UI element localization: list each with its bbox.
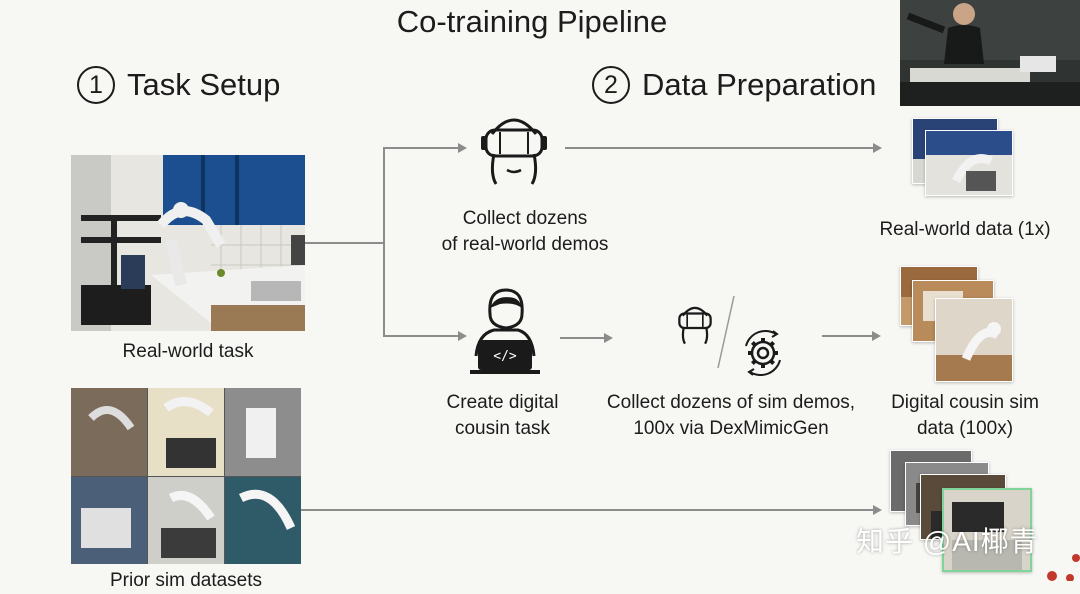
section-data-preparation: 2 Data Preparation xyxy=(592,66,876,104)
real-world-task-photo xyxy=(71,155,305,331)
developer-icon: </> xyxy=(470,286,540,374)
caption-line: data (100x) xyxy=(916,418,1014,439)
collect-sim-caption: Collect dozens of sim demos, 100x via De… xyxy=(590,390,872,442)
sim-data-thumb xyxy=(935,298,1013,382)
real-world-data-caption: Real-world data (1x) xyxy=(879,219,1051,240)
arrowhead xyxy=(873,505,882,515)
real-world-task-caption: Real-world task xyxy=(122,341,254,362)
watermark-text: 知乎 @AI椰青 xyxy=(856,526,1039,557)
section-number: 2 xyxy=(592,66,630,104)
code-symbol: </> xyxy=(493,349,517,364)
sim-datasets-image xyxy=(71,388,301,564)
caption-line: cousin task xyxy=(454,418,551,439)
section-number: 1 xyxy=(77,66,115,104)
arrow-line xyxy=(301,509,875,511)
prior-sim-thumb xyxy=(942,488,1032,572)
arrowhead xyxy=(458,331,467,341)
section-label: Task Setup xyxy=(127,67,281,102)
vr-headset-icon xyxy=(480,108,548,186)
caption-line: Digital cousin sim xyxy=(891,392,1039,413)
speaker-video xyxy=(900,0,1080,106)
arrow-line xyxy=(560,337,606,339)
page-title: Co-training Pipeline xyxy=(396,4,668,39)
divider-slash xyxy=(714,294,738,370)
arrowhead xyxy=(872,331,881,341)
caption-line: Create digital xyxy=(446,392,559,413)
arrowhead xyxy=(873,143,882,153)
gear-icon xyxy=(736,326,790,380)
connector-line xyxy=(305,242,384,244)
arrow-line xyxy=(565,147,875,149)
caption-line: Collect dozens xyxy=(462,208,588,229)
section-label: Data Preparation xyxy=(642,67,877,102)
caption-line: 100x via DexMimicGen xyxy=(633,418,829,439)
digital-cousin-caption: Digital cousin sim data (100x) xyxy=(865,390,1065,442)
speaker-video-image xyxy=(900,0,1080,106)
vr-headset-icon xyxy=(676,300,714,346)
arrow-line xyxy=(822,335,874,337)
corner-dots xyxy=(1040,552,1080,582)
prior-sim-datasets-caption: Prior sim datasets xyxy=(109,570,263,591)
create-digital-caption: Create digital cousin task xyxy=(420,390,585,442)
prior-sim-datasets-grid xyxy=(71,388,301,564)
arrowhead xyxy=(458,143,467,153)
caption-line: Collect dozens of sim demos, xyxy=(606,392,856,413)
kitchen-scene-image xyxy=(71,155,305,331)
caption-line: of real-world demos xyxy=(441,234,609,255)
arrowhead xyxy=(604,333,613,343)
arrow-line xyxy=(383,147,463,149)
real-world-data-thumb xyxy=(925,130,1013,196)
arrow-line xyxy=(383,335,463,337)
section-task-setup: 1 Task Setup xyxy=(77,66,280,104)
collect-real-caption: Collect dozens of real-world demos xyxy=(405,206,645,258)
connector-line xyxy=(383,147,385,336)
